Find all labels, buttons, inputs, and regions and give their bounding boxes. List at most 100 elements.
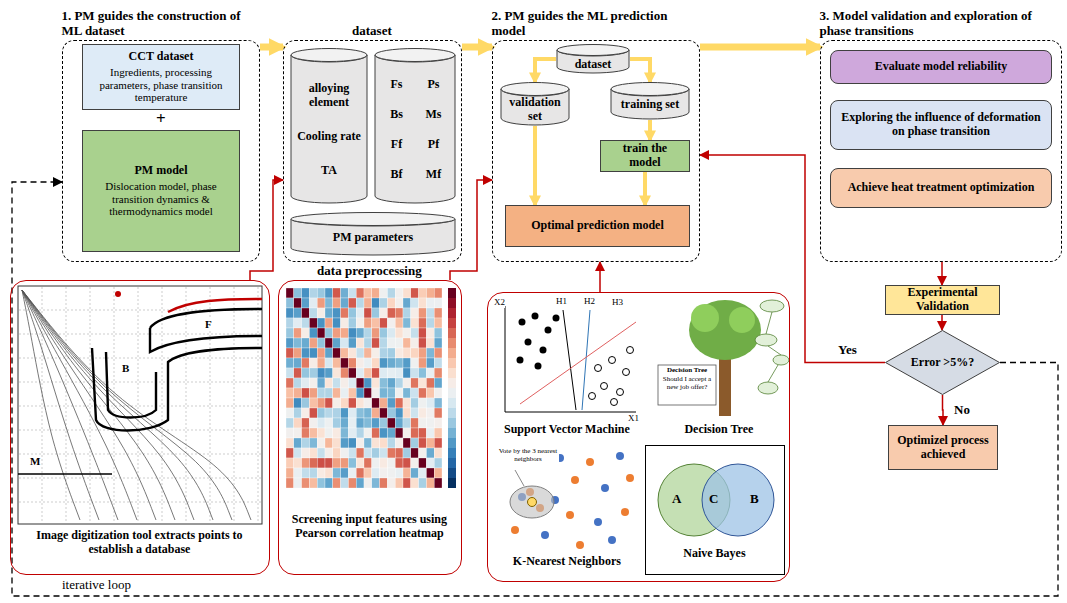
heatmap-cell xyxy=(426,368,434,378)
heatmap-cell xyxy=(426,308,434,318)
node-label: PM parameters xyxy=(333,231,413,245)
heatmap-cell xyxy=(387,438,395,448)
figure-label: H3 xyxy=(612,298,623,308)
heatmap-cell xyxy=(372,378,380,388)
colorbar-step xyxy=(448,328,456,338)
colorbar-step xyxy=(448,398,456,408)
node-label: Evaluate model reliability xyxy=(875,60,1007,74)
result-box: Optimal prediction model xyxy=(505,205,690,247)
heatmap-cell xyxy=(387,308,395,318)
grid-line xyxy=(258,287,259,523)
class-b-point xyxy=(627,347,634,354)
knn-point xyxy=(571,476,579,484)
heatmap-cell xyxy=(317,298,325,308)
heatmap-cell xyxy=(333,438,341,448)
heatmap-cell xyxy=(411,448,419,458)
figure-label: H1 xyxy=(556,297,567,307)
heatmap-cell xyxy=(372,458,380,468)
class-b-point xyxy=(611,399,618,406)
heatmap-cell xyxy=(348,358,356,368)
tree-trunk xyxy=(719,352,731,416)
digitized-point xyxy=(115,291,121,297)
node-label: Ff xyxy=(391,138,402,152)
heatmap-cell xyxy=(348,408,356,418)
heatmap-cell xyxy=(309,358,317,368)
heatmap-cell xyxy=(341,288,349,298)
heatmap-cell xyxy=(309,388,317,398)
heatmap-cell xyxy=(309,298,317,308)
heatmap-cell xyxy=(294,378,302,388)
process-box: Evaluate model reliability xyxy=(830,50,1052,84)
connector-group xyxy=(12,47,1058,596)
heatmap-cell xyxy=(372,418,380,428)
node-label: dataset xyxy=(575,58,612,72)
heatmap-cell xyxy=(411,348,419,358)
heatmap-cell xyxy=(434,388,442,398)
node-label: Pf xyxy=(428,138,439,152)
heatmap-cell xyxy=(302,348,310,358)
heatmap-cell xyxy=(364,438,372,448)
heatmap-cell xyxy=(302,308,310,318)
heatmap-cell xyxy=(356,348,364,358)
tree-flow-line xyxy=(766,312,781,382)
colorbar-step xyxy=(448,448,456,458)
heatmap-cell xyxy=(341,398,349,408)
heatmap-cell xyxy=(356,388,364,398)
heatmap-cell xyxy=(348,418,356,428)
panel-caption: Screening input features using Pearson c… xyxy=(283,513,455,541)
heatmap-cell xyxy=(426,438,434,448)
heatmap-cell xyxy=(403,408,411,418)
heatmap-cell xyxy=(364,418,372,428)
edge-label: Yes xyxy=(836,343,859,357)
grid-line xyxy=(19,358,261,359)
heatmap-cell xyxy=(372,438,380,448)
heatmap-cell xyxy=(341,408,349,418)
heatmap-cell xyxy=(317,418,325,428)
bainite-boundary xyxy=(92,348,262,431)
heatmap-cell xyxy=(348,388,356,398)
heatmap-cell xyxy=(317,288,325,298)
heatmap-cell xyxy=(387,318,395,328)
heatmap-cell xyxy=(364,448,372,458)
heatmap-cell xyxy=(302,378,310,388)
node-label: Fs xyxy=(391,78,403,92)
heatmap-cell xyxy=(395,468,403,478)
heatmap-cell xyxy=(426,378,434,388)
heatmap-cell xyxy=(403,458,411,468)
heatmap-cell xyxy=(411,478,419,488)
heatmap-cell xyxy=(333,318,341,328)
heatmap-cell xyxy=(333,418,341,428)
heatmap-cell xyxy=(286,438,294,448)
heatmap-cell xyxy=(348,378,356,388)
knn-point xyxy=(601,484,609,492)
flow-arrow xyxy=(630,59,650,82)
class-a-point xyxy=(545,327,552,334)
knn-point xyxy=(566,511,574,519)
heatmap-cell xyxy=(411,428,419,438)
heatmap-cell xyxy=(341,348,349,358)
heatmap-cell xyxy=(317,458,325,468)
heatmap-cell xyxy=(348,368,356,378)
heatmap-cell xyxy=(317,468,325,478)
colorbar-step xyxy=(448,428,456,438)
heatmap-cell xyxy=(294,358,302,368)
heatmap-cell xyxy=(411,438,419,448)
heatmap-cell xyxy=(348,428,356,438)
knn-illustration xyxy=(510,452,634,549)
heatmap-cell xyxy=(317,438,325,448)
hyperplane-h2 xyxy=(582,310,590,410)
grid-line xyxy=(138,287,139,523)
stage-panel: 2. PM guides the ML prediction modeldata… xyxy=(492,40,700,262)
heatmap-cell xyxy=(403,308,411,318)
grid-line xyxy=(234,287,235,523)
heatmap-cell xyxy=(286,288,294,298)
heatmap-cell xyxy=(380,418,388,428)
heatmap-cell xyxy=(302,288,310,298)
heatmap-cell xyxy=(348,328,356,338)
heatmap-cell xyxy=(341,378,349,388)
heatmap-cell xyxy=(294,298,302,308)
node-label: Bs xyxy=(390,108,403,122)
heatmap-cell xyxy=(333,378,341,388)
heatmap-cell xyxy=(294,288,302,298)
